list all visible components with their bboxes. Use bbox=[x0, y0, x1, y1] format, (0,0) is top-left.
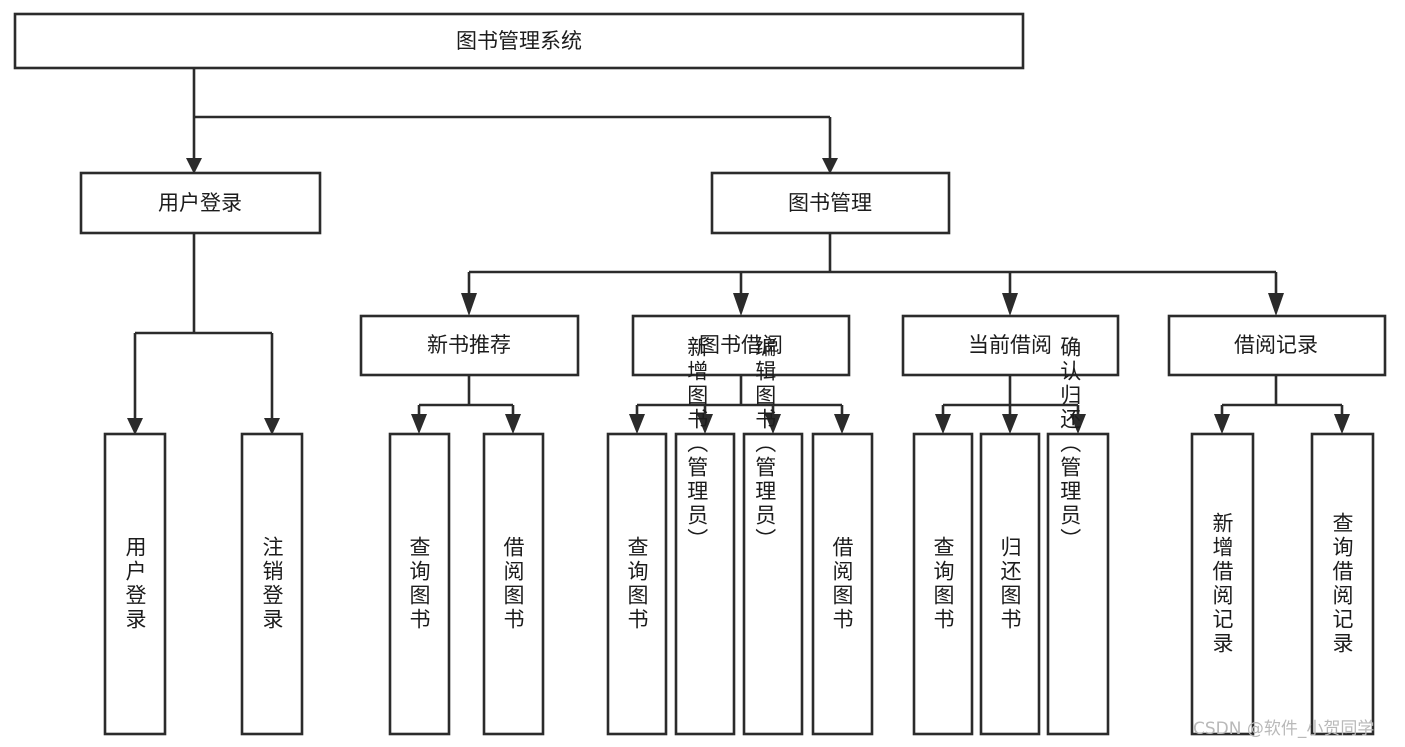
arrow-root-to-book-mgmt bbox=[822, 158, 838, 174]
node-current-borrow[interactable]: 当前借阅 bbox=[901, 314, 1120, 377]
node-new-book-recommend-box[interactable] bbox=[359, 314, 580, 377]
node-leaf-borrow-borrow-book[interactable]: 借阅图书 bbox=[811, 432, 874, 736]
node-leaf-borrow-borrow-book-box[interactable] bbox=[811, 432, 874, 736]
node-book-borrow-box[interactable] bbox=[631, 314, 851, 377]
node-leaf-borrow-edit-book-label: 编辑图书（管理员） bbox=[753, 336, 777, 552]
arrow-borrow-leaf2 bbox=[697, 414, 713, 434]
node-book-borrow-label: 图书借阅 bbox=[699, 333, 783, 357]
node-leaf-current-return-book-label: 归还图书 bbox=[998, 536, 1022, 632]
arrow-record-leaf1 bbox=[1214, 414, 1230, 434]
arrow-book-mgmt-to-current bbox=[1002, 293, 1018, 316]
arrow-current-leaf1 bbox=[935, 414, 951, 434]
node-leaf-current-return-book[interactable]: 归还图书 bbox=[979, 432, 1041, 736]
arrow-book-mgmt-to-recommend bbox=[461, 293, 477, 316]
arrow-recommend-leaf1 bbox=[411, 414, 427, 434]
node-leaf-borrow-query-book[interactable]: 查询图书 bbox=[606, 432, 668, 736]
node-borrow-record-label: 借阅记录 bbox=[1234, 333, 1318, 357]
node-new-book-recommend[interactable]: 新书推荐 bbox=[359, 314, 580, 377]
node-user-login-label: 用户登录 bbox=[158, 191, 242, 215]
node-root-box[interactable] bbox=[13, 12, 1025, 70]
arrow-recommend-leaf2 bbox=[505, 414, 521, 434]
node-leaf-recommend-query-book-label: 查询图书 bbox=[407, 536, 431, 632]
node-leaf-record-query-box[interactable] bbox=[1310, 432, 1375, 736]
node-book-management-label: 图书管理 bbox=[788, 191, 872, 215]
node-leaf-borrow-query-book-box[interactable] bbox=[606, 432, 668, 736]
arrow-current-leaf3 bbox=[1070, 414, 1086, 434]
node-leaf-logout-box[interactable] bbox=[240, 432, 304, 736]
node-new-book-recommend-label: 新书推荐 bbox=[427, 333, 511, 357]
node-leaf-borrow-add-book-label: 新增图书（管理员） bbox=[685, 336, 709, 552]
node-leaf-current-query-book-box[interactable] bbox=[912, 432, 974, 736]
node-leaf-user-login-label: 用户登录 bbox=[123, 536, 147, 632]
arrow-book-mgmt-to-borrow bbox=[733, 293, 749, 316]
node-leaf-record-query-label: 查询借阅记录 bbox=[1330, 512, 1354, 656]
node-leaf-user-login[interactable]: 用户登录 bbox=[103, 432, 167, 736]
node-leaf-borrow-edit-book[interactable]: 编辑图书（管理员） bbox=[742, 336, 804, 736]
node-book-management-box[interactable] bbox=[710, 171, 951, 235]
node-borrow-record-box[interactable] bbox=[1167, 314, 1387, 377]
node-leaf-borrow-add-book-box[interactable] bbox=[674, 432, 736, 736]
arrow-borrow-leaf1 bbox=[629, 414, 645, 434]
node-leaf-recommend-borrow-book[interactable]: 借阅图书 bbox=[482, 432, 545, 736]
node-leaf-logout-label: 注销登录 bbox=[260, 536, 284, 632]
node-user-login-box[interactable] bbox=[79, 171, 322, 235]
node-leaf-recommend-query-book[interactable]: 查询图书 bbox=[388, 432, 451, 736]
arrow-user-login-leaf2 bbox=[264, 418, 280, 435]
node-book-management[interactable]: 图书管理 bbox=[710, 171, 951, 235]
node-leaf-recommend-borrow-book-box[interactable] bbox=[482, 432, 545, 736]
node-borrow-record[interactable]: 借阅记录 bbox=[1167, 314, 1387, 377]
node-leaf-borrow-add-book[interactable]: 新增图书（管理员） bbox=[674, 336, 736, 736]
node-leaf-borrow-edit-book-box[interactable] bbox=[742, 432, 804, 736]
node-leaf-borrow-borrow-book-label: 借阅图书 bbox=[830, 536, 854, 632]
node-current-borrow-box[interactable] bbox=[901, 314, 1120, 377]
arrow-current-leaf2 bbox=[1002, 414, 1018, 434]
node-leaf-current-return-book-box[interactable] bbox=[979, 432, 1041, 736]
arrow-root-to-user-login bbox=[186, 158, 202, 174]
node-root[interactable]: 图书管理系统 bbox=[13, 12, 1025, 70]
node-leaf-current-confirm-return-label: 确认归还（管理员） bbox=[1058, 336, 1082, 552]
node-user-login[interactable]: 用户登录 bbox=[79, 171, 322, 235]
node-leaf-current-confirm-return[interactable]: 确认归还（管理员） bbox=[1046, 336, 1110, 736]
arrow-borrow-leaf4 bbox=[834, 414, 850, 434]
node-book-borrow[interactable]: 图书借阅 bbox=[631, 314, 851, 377]
node-leaf-record-add-box[interactable] bbox=[1190, 432, 1255, 736]
node-leaf-user-login-box[interactable] bbox=[103, 432, 167, 736]
node-leaf-current-query-book-label: 查询图书 bbox=[931, 536, 955, 632]
node-leaf-current-confirm-return-box[interactable] bbox=[1046, 432, 1110, 736]
node-leaf-record-add[interactable]: 新增借阅记录 bbox=[1190, 432, 1255, 736]
node-leaf-current-query-book[interactable]: 查询图书 bbox=[912, 432, 974, 736]
arrow-user-login-leaf1 bbox=[127, 418, 143, 435]
node-leaf-record-add-label: 新增借阅记录 bbox=[1210, 512, 1234, 656]
arrow-book-mgmt-to-record bbox=[1268, 293, 1284, 316]
node-leaf-record-query[interactable]: 查询借阅记录 bbox=[1310, 432, 1375, 736]
arrow-record-leaf2 bbox=[1334, 414, 1350, 434]
node-root-label: 图书管理系统 bbox=[456, 29, 582, 53]
node-leaf-logout[interactable]: 注销登录 bbox=[240, 432, 304, 736]
node-leaf-recommend-borrow-book-label: 借阅图书 bbox=[501, 536, 525, 632]
connector-layer bbox=[127, 68, 1350, 435]
node-leaf-recommend-query-book-box[interactable] bbox=[388, 432, 451, 736]
node-current-borrow-label: 当前借阅 bbox=[968, 333, 1052, 357]
arrow-borrow-leaf3 bbox=[765, 414, 781, 434]
node-leaf-borrow-query-book-label: 查询图书 bbox=[625, 536, 649, 632]
